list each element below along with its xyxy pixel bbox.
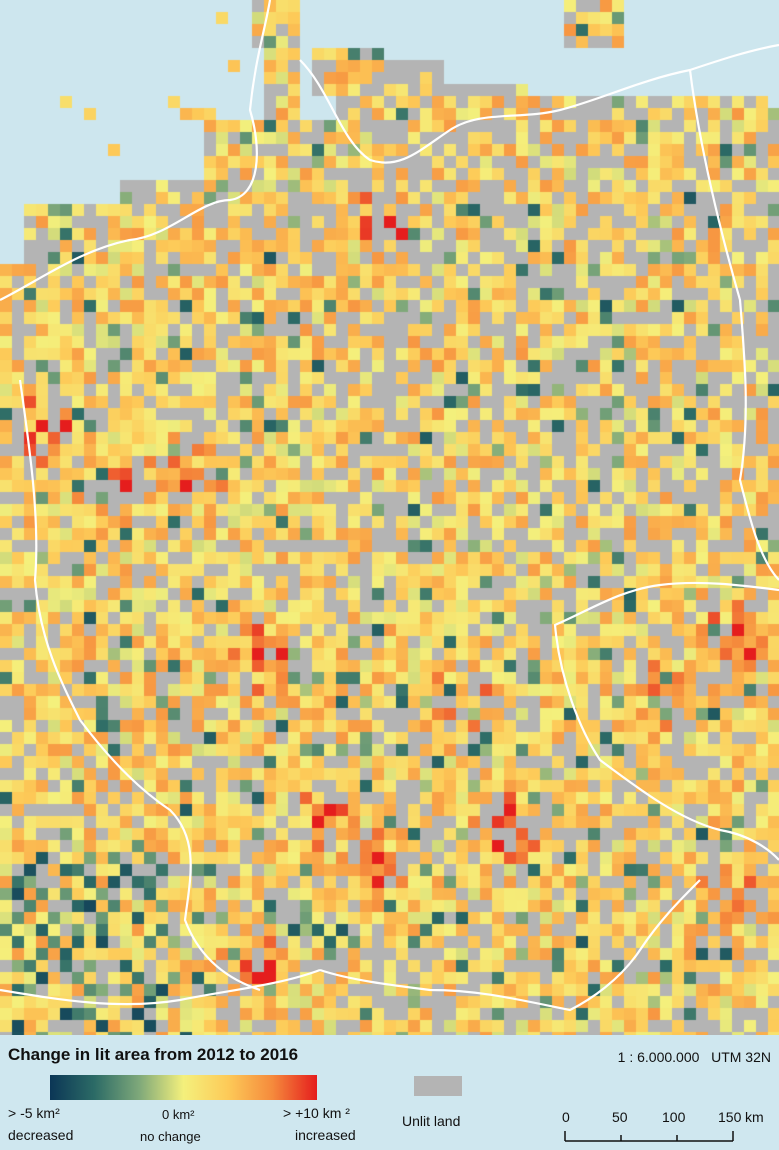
legend-max-sublabel: increased: [295, 1127, 356, 1143]
legend-min-sublabel: decreased: [8, 1127, 74, 1143]
lit-area-change-grid: [0, 0, 779, 1035]
legend-mid-sublabel: no change: [140, 1129, 201, 1144]
map-area[interactable]: [0, 0, 779, 1035]
scalebar: [564, 1131, 734, 1142]
projection: UTM 32N: [711, 1049, 771, 1065]
unlit-land-swatch: [414, 1076, 462, 1096]
legend-max-label: > +10 km ²: [283, 1105, 350, 1121]
scalebar-tick-50: 50: [612, 1109, 628, 1125]
scalebar-tick-100: 100: [662, 1109, 686, 1125]
unlit-land-label: Unlit land: [402, 1113, 461, 1129]
scalebar-tick-0: 0: [562, 1109, 570, 1125]
map-scale: 1 : 6.000.000: [617, 1049, 700, 1065]
map-scale-projection: 1 : 6.000.000 UTM 32N: [618, 1049, 771, 1065]
scalebar-unit: km: [745, 1109, 764, 1125]
legend-mid-label: 0 km²: [162, 1107, 195, 1122]
legend-panel: Change in lit area from 2012 to 2016 1 :…: [0, 1035, 779, 1150]
scalebar-tick-150: 150: [718, 1109, 742, 1125]
legend-title: Change in lit area from 2012 to 2016: [8, 1045, 299, 1064]
color-ramp: [50, 1075, 317, 1100]
legend-min-label: > -5 km²: [8, 1105, 60, 1121]
